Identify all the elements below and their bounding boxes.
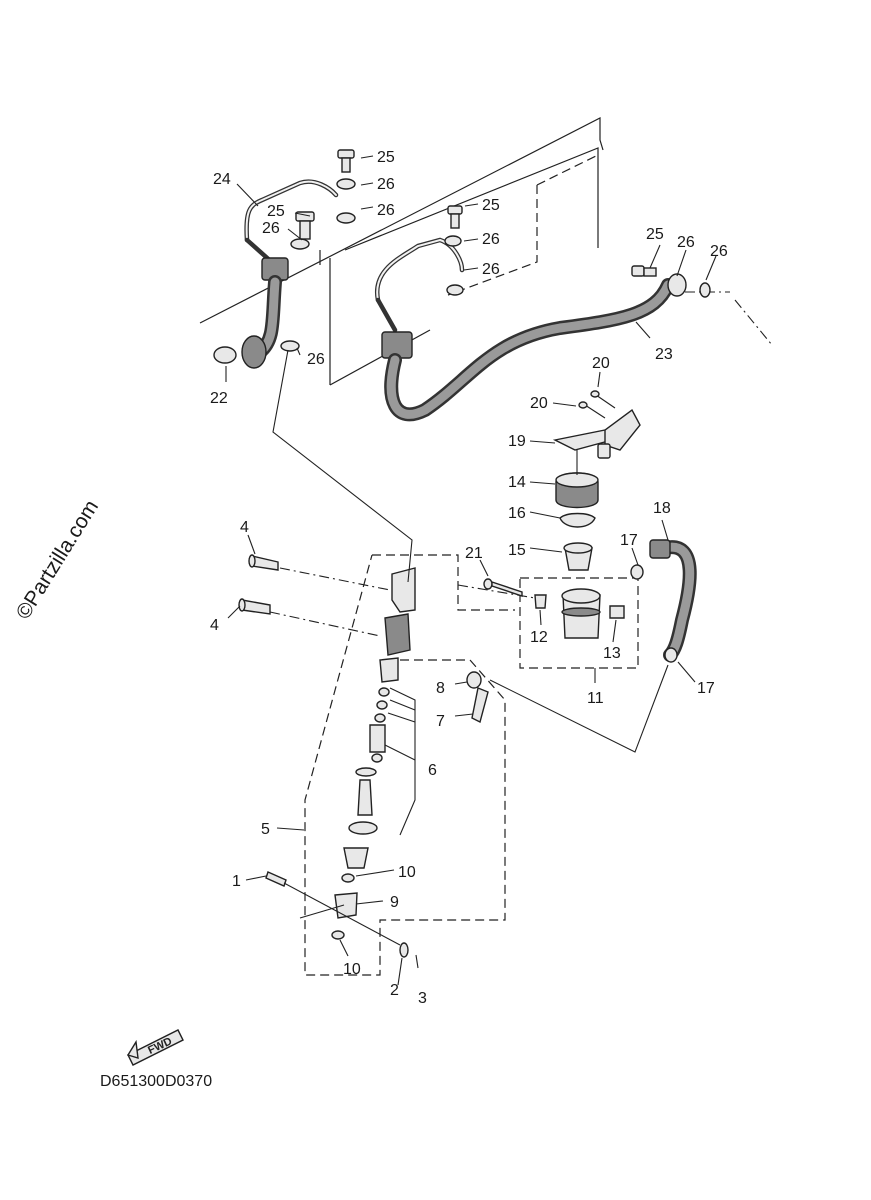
callout-16: 16 — [508, 505, 526, 522]
callout-4: 4 — [240, 519, 249, 536]
callout-20: 20 — [530, 395, 548, 412]
reservoir-hose-18 — [649, 539, 697, 662]
brake-pipe-24 — [244, 179, 339, 268]
piston-kit-6 — [343, 687, 416, 869]
reservoir-bracket-19 — [552, 408, 641, 459]
callout-10: 10 — [343, 961, 361, 978]
callout-10: 10 — [398, 864, 416, 881]
reservoir-cap-14 — [555, 450, 599, 509]
callout-18: 18 — [653, 500, 671, 517]
callout-9: 9 — [390, 894, 399, 911]
callout-25: 25 — [267, 203, 285, 220]
callout-15: 15 — [508, 542, 526, 559]
diaphragm-holder-15 — [563, 542, 593, 571]
callout-6: 6 — [428, 762, 437, 779]
callout-23: 23 — [655, 346, 673, 363]
callout-13: 13 — [603, 645, 621, 662]
callout-12: 12 — [530, 629, 548, 646]
callout-26: 26 — [377, 176, 395, 193]
brake-hose-23 — [381, 273, 687, 422]
callout-26: 26 — [482, 261, 500, 278]
callout-4: 4 — [210, 617, 219, 634]
connection-lines — [269, 349, 669, 946]
callout-26: 26 — [677, 234, 695, 251]
clip-2-3 — [399, 942, 419, 969]
master-cylinder-kit-5 — [304, 554, 515, 976]
hose-clip-22 — [213, 346, 237, 364]
diaphragm-16 — [559, 512, 596, 528]
union-bolts-25 — [280, 149, 711, 352]
screw-21 — [483, 578, 523, 597]
part-callouts: 25 26 26 24 25 26 25 26 26 25 26 26 26 2… — [210, 149, 728, 1007]
callout-26: 26 — [262, 220, 280, 237]
callout-17: 17 — [620, 532, 638, 549]
callout-5: 5 — [261, 821, 270, 838]
callout-25: 25 — [646, 226, 664, 243]
bolts-4 — [238, 554, 279, 615]
callout-26: 26 — [307, 351, 325, 368]
bolts-20 — [578, 390, 616, 419]
callout-26: 26 — [482, 231, 500, 248]
callout-19: 19 — [508, 433, 526, 450]
callout-25: 25 — [377, 149, 395, 166]
diagram-code: D651300D0370 — [100, 1073, 213, 1090]
pin-1 — [265, 871, 287, 887]
brake-hose-22-side — [213, 257, 289, 369]
frame-lines — [199, 117, 773, 386]
hose-clips-17 — [630, 564, 678, 663]
callout-22: 22 — [210, 390, 228, 407]
callout-26: 26 — [377, 202, 395, 219]
callout-17: 17 — [697, 680, 715, 697]
pushrod-9 — [331, 873, 358, 940]
callout-2: 2 — [390, 982, 399, 999]
callout-11: 11 — [587, 690, 604, 707]
callout-21: 21 — [465, 545, 483, 562]
reservoir-11 — [519, 577, 639, 669]
callout-7: 7 — [436, 713, 445, 730]
callout-24: 24 — [213, 171, 231, 188]
callout-8: 8 — [436, 680, 445, 697]
brake-pipe-center — [374, 237, 465, 333]
callout-26: 26 — [710, 243, 728, 260]
callout-25: 25 — [482, 197, 500, 214]
master-cylinder-body — [379, 567, 416, 683]
callout-leaders — [225, 155, 717, 986]
callout-1: 1 — [232, 873, 241, 890]
callout-20: 20 — [592, 355, 610, 372]
fwd-label: FWD — [146, 1035, 174, 1056]
fwd-arrow-icon: FWD — [126, 1029, 184, 1066]
callout-14: 14 — [508, 474, 526, 491]
callout-3: 3 — [418, 990, 427, 1007]
banjo-bolt-8-7 — [466, 671, 489, 724]
